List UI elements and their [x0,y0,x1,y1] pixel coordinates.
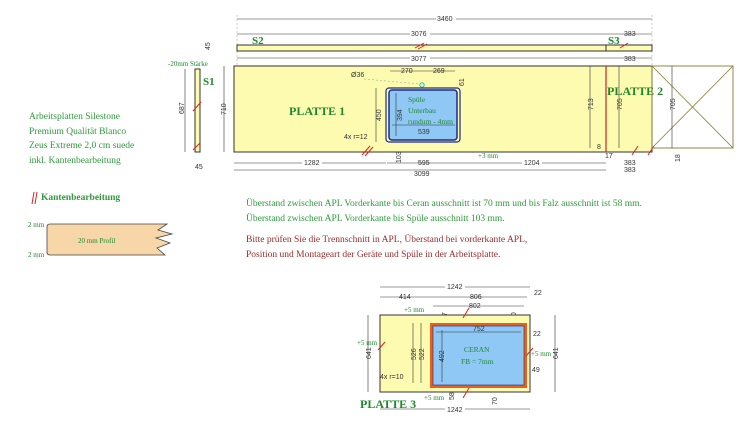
dim-sink-inner-h: 394 [397,109,404,121]
p3-dim-ceran-h: 492 [439,350,446,362]
dim-left-to-sink: 1282 [304,160,320,167]
appliance-placeholder-box [651,65,734,149]
dim-s1-width: 45 [195,164,203,171]
dim-sink-left: 270 [401,68,413,75]
dim-p2-top: 383 [624,56,636,63]
sink-label: rundum - 4mm [408,117,453,126]
edge-legend-label: Kantenbearbeitung [41,193,121,203]
dim-s2-height: 45 [205,42,212,50]
material-info: Arbeitsplatten Silestone Premium Qualitä… [29,110,134,168]
notes-green: Überstand zwischen APL Vorderkante bis C… [246,197,642,226]
sink-cutout: Spüle Unterbau rundum - 4mm 539 394 [385,82,461,143]
p3-dim-522: 522 [419,348,426,360]
p3-dim-side-22: 22 [533,331,541,338]
dim-713: 713 [588,98,595,110]
total-length-dimension: 3460 [236,14,653,66]
strip-s1-label: S1 [203,76,215,88]
p3-dim-58: 58 [449,392,456,400]
dim-box-depth: 705 [670,98,677,110]
platte-2-label: PLATTE 2 [607,84,663,98]
dim-18: 18 [675,154,682,162]
p3-plus5-bottom: +5 mm [424,394,445,402]
dim-17: 17 [605,153,613,160]
p3-dim-70-bottom: 70 [492,397,499,405]
strip-s2-label: S2 [252,35,264,47]
note-line: Position und Montageart der Geräte und S… [246,249,501,260]
strip-s3 [605,44,653,52]
p3-dim-left: 414 [399,294,411,301]
material-line: Arbeitsplatten Silestone [29,112,121,122]
p3-dim-ceran-w: 752 [473,326,485,333]
strip-s1 [194,68,201,153]
notes-red: Bitte prüfen Sie die Trennschnitt in APL… [246,233,527,262]
note-line: Überstand zwischen APL Vorderkante bis S… [246,213,505,224]
dim-p1-top: 3077 [411,56,427,63]
note-line: Überstand zwischen APL Vorderkante bis C… [246,199,642,209]
note-line: Bitte prüfen Sie die Trennschnitt in APL… [246,235,528,245]
p3-dim-depth-left: 641 [366,347,373,359]
dim-p2-bottom-2: 383 [624,167,636,174]
dim-sink-total: 595 [418,160,430,167]
platte-1-label: PLATTE 1 [289,104,345,118]
p3-dim-inner-top: 802 [469,303,481,310]
dim-total: 3460 [437,16,453,23]
strip-s3-label: S3 [608,35,620,47]
thickness-note: -20mm Stärke [168,60,208,68]
p3-dim-49: 49 [532,367,540,374]
dim-s1-length: 687 [179,102,186,114]
profile-top-label: 2 mm [28,221,45,229]
material-line: inkl. Kantenbearbeitung [29,155,121,166]
p3-dim-right-outer: 806 [470,294,482,301]
sink-label: Unterbau [408,106,436,115]
p3-plus5-right: +5 mm [531,350,552,358]
ceran-cutout: CERAN FB = 7mm 752 492 [430,323,527,388]
edge-profile-sketch [46,223,174,256]
dim-sink-right: 269 [433,68,445,75]
material-line: Zeus Extreme 2,0 cm suede [29,141,135,151]
p3-plus5-top: +5 mm [404,306,425,314]
profile-bottom-label: 2 mm [28,251,45,259]
p3-dim-depth-right: 641 [553,347,560,359]
dim-p2-bottom-1: 383 [624,160,636,167]
dim-8: 8 [597,144,601,151]
ceran-fb-label: FB = 7mm [461,357,494,366]
p3-dim-right-22: 22 [534,290,542,297]
dim-sink-radius: 4x r=12 [344,134,368,141]
p3-dim-radius: 4x r=10 [380,374,404,381]
dim-sink-outer-h: 450 [376,109,383,121]
dim-s3-length: 383 [624,31,636,38]
dim-sink-back: 61 [459,78,466,86]
dim-p1-depth: 710 [221,103,228,115]
dim-right-of-sink: 1204 [524,160,540,167]
dim-p1-bottom: 3099 [414,171,430,178]
p3-dim-top-total: 1242 [447,284,463,291]
strip-s2 [236,44,607,52]
dim-sink-width: 539 [418,129,430,136]
plus3-note: +3 mm [478,152,499,160]
platte-3-label: PLATTE 3 [360,397,416,411]
dim-s2-length: 3076 [411,31,427,38]
dim-p2-depth: 705 [617,98,624,110]
dim-tap-diameter: Ø36 [351,72,364,79]
profile-label: 20 mm Profil [78,237,115,245]
p3-dim-526: 526 [411,348,418,360]
platte-2 [605,65,653,153]
dim-sink-front: 103 [396,151,403,163]
ceran-label: CERAN [464,345,490,354]
sink-label: Spüle [408,95,426,104]
tap-hole-icon [419,82,425,88]
p3-plus5-left: +5 mm [357,339,378,347]
material-line: Premium Qualität Blanco [29,126,127,137]
p3-dim-bottom-total: 1242 [447,407,463,414]
